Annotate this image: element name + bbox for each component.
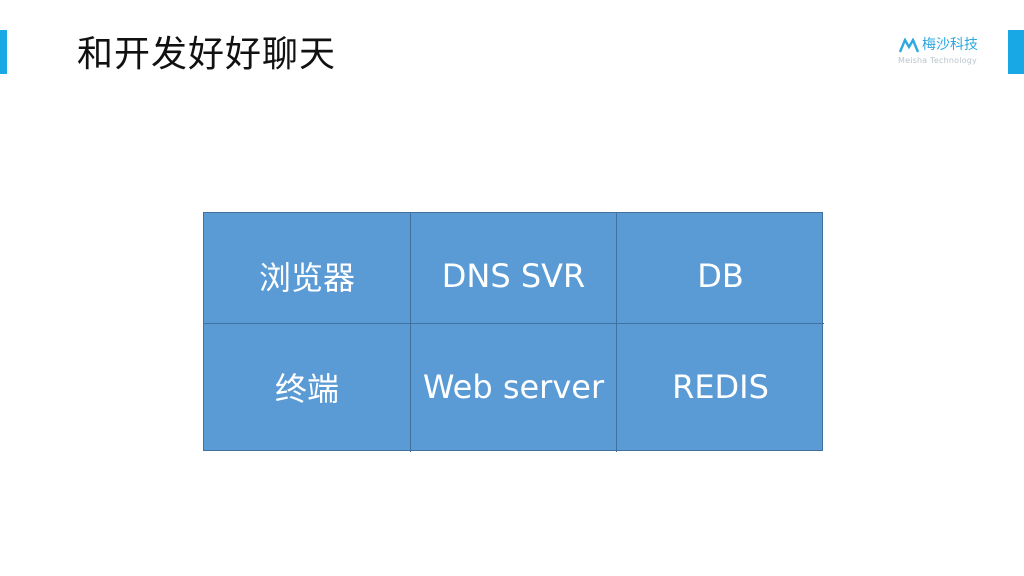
left-accent-bar bbox=[0, 30, 7, 74]
component-table: 浏览器 DNS SVR DB 终端 Web server REDIS bbox=[203, 212, 824, 452]
table-cell: 浏览器 bbox=[204, 213, 411, 324]
table-cell: DNS SVR bbox=[411, 213, 617, 324]
table-cell: DB bbox=[617, 213, 824, 324]
table-cell: 终端 bbox=[204, 324, 411, 452]
table-cell: Web server bbox=[411, 324, 617, 452]
logo-subtitle: Meisha Technology bbox=[898, 56, 977, 65]
right-accent-bar bbox=[1008, 30, 1024, 74]
slide-title: 和开发好好聊天 bbox=[77, 34, 337, 75]
company-logo: 梅沙科技 Meisha Technology bbox=[898, 37, 993, 67]
table-cell: REDIS bbox=[672, 368, 769, 406]
logo-name: 梅沙科技 bbox=[922, 37, 978, 53]
meisha-m-logo-icon bbox=[898, 38, 920, 53]
